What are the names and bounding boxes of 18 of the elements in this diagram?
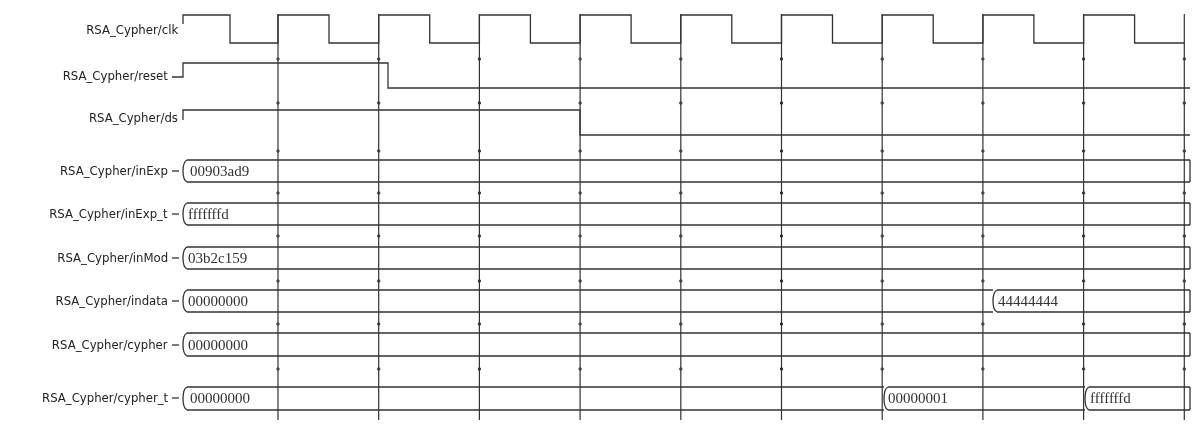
signal-name: RSA_Cypher/reset [62, 67, 168, 85]
signal-name: RSA_Cypher/ds [88, 109, 178, 127]
signal-name: RSA_Cypher/inExp_t [49, 205, 168, 223]
bus-value: fffffffd [188, 205, 229, 223]
signal-name: RSA_Cypher/cypher_t [41, 389, 168, 407]
bus-value: 00903ad9 [190, 162, 250, 180]
signal-name: RSA_Cypher/inExp [60, 162, 168, 180]
bus-value: 00000000 [190, 389, 250, 407]
signal-name: RSA_Cypher/clk [86, 21, 178, 39]
bus-value: 03b2c159 [188, 249, 248, 267]
bus-value: fffffffd [1090, 389, 1131, 407]
signal-name: RSA_Cypher/inMod [57, 249, 168, 267]
bus-value: 00000000 [188, 336, 248, 354]
signal-name: RSA_Cypher/indata [55, 292, 168, 310]
bus-value: 00000001 [888, 389, 948, 407]
signal-name: RSA_Cypher/cypher [52, 336, 168, 354]
bus-value: 00000000 [188, 292, 248, 310]
bus-value: 44444444 [998, 292, 1058, 310]
